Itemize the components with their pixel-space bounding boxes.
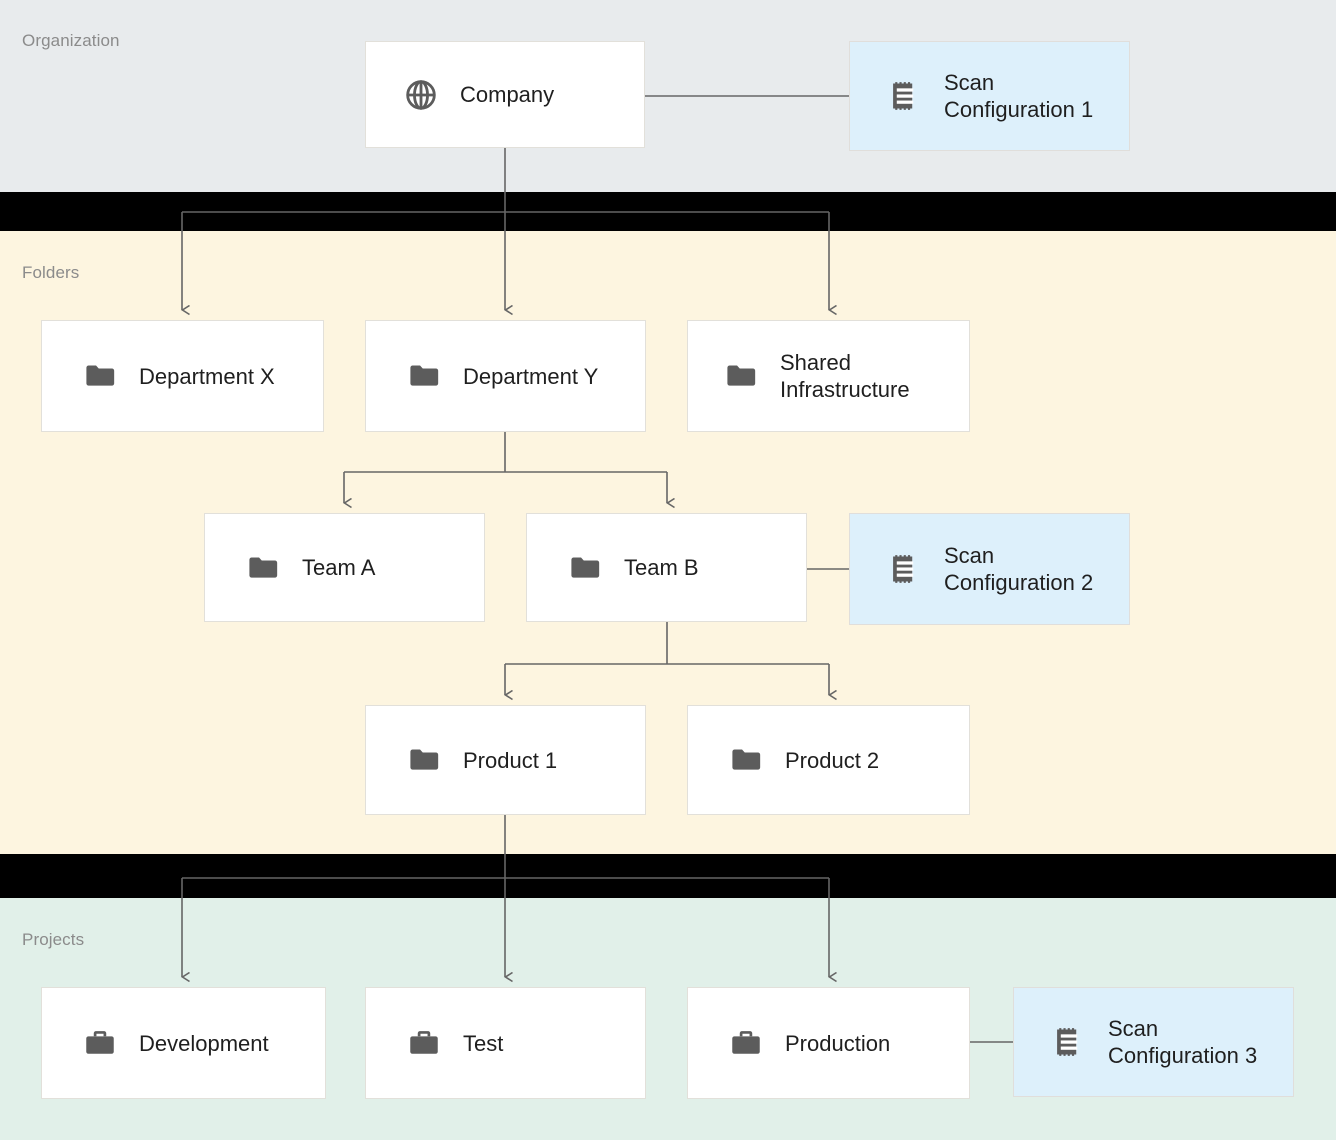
folder-icon [83, 359, 117, 393]
node-label: Production [785, 1030, 891, 1056]
node-label: Test [463, 1030, 504, 1056]
node-product-1[interactable]: Product 1 [365, 705, 646, 815]
folder-icon [729, 743, 763, 777]
node-label: Company [460, 82, 555, 107]
node-test[interactable]: Test [365, 987, 646, 1099]
band-label-projects: Projects [22, 930, 85, 949]
node-label: Department Y [463, 363, 599, 389]
folder-icon [246, 551, 280, 585]
folder-icon [568, 551, 602, 585]
node-label: Department X [139, 363, 275, 389]
node-label: Product 2 [785, 747, 880, 773]
node-label: Scan Configuration 1 [944, 70, 1094, 122]
folder-icon [724, 359, 758, 393]
node-label: Scan Configuration 2 [944, 543, 1094, 595]
band-label-organization: Organization [22, 31, 120, 50]
node-production[interactable]: Production [687, 987, 970, 1099]
briefcase-icon [729, 1026, 763, 1060]
receipt-icon [888, 552, 922, 586]
briefcase-icon [83, 1026, 117, 1060]
node-department-x[interactable]: Department X [41, 320, 324, 432]
node-scan-configuration-1[interactable]: Scan Configuration 1 [849, 41, 1130, 151]
node-scan-configuration-2[interactable]: Scan Configuration 2 [849, 513, 1130, 625]
node-label: Team A [302, 555, 376, 580]
node-label: Scan Configuration 3 [1108, 1016, 1258, 1068]
node-department-y[interactable]: Department Y [365, 320, 646, 432]
receipt-icon [888, 79, 922, 113]
receipt-icon [1052, 1025, 1086, 1059]
band-label-folders: Folders [22, 263, 80, 282]
node-shared-infrastructure[interactable]: Shared Infrastructure [687, 320, 970, 432]
node-team-b[interactable]: Team B [526, 513, 807, 622]
node-label: Shared Infrastructure [780, 350, 910, 402]
node-scan-configuration-3[interactable]: Scan Configuration 3 [1013, 987, 1294, 1097]
node-label: Team B [624, 555, 699, 580]
globe-icon [404, 78, 438, 112]
node-team-a[interactable]: Team A [204, 513, 485, 622]
node-label: Product 1 [463, 747, 558, 773]
node-label: Development [139, 1030, 269, 1056]
folder-icon [407, 743, 441, 777]
folder-icon [407, 359, 441, 393]
node-product-2[interactable]: Product 2 [687, 705, 970, 815]
node-development[interactable]: Development [41, 987, 326, 1099]
briefcase-icon [407, 1026, 441, 1060]
node-company[interactable]: Company [365, 41, 645, 148]
